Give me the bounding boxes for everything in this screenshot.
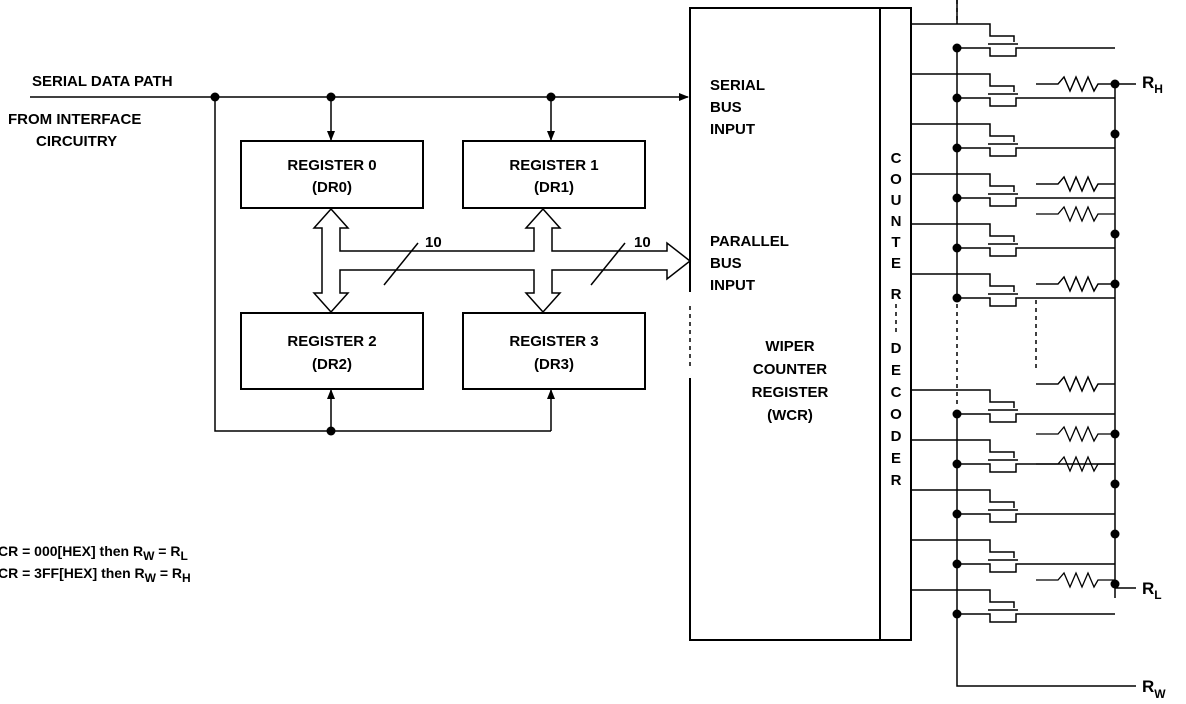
- control-line: [911, 389, 1015, 408]
- serial-loop: [214, 97, 551, 432]
- switch-path: [957, 463, 1115, 473]
- resistor: [1036, 455, 1115, 473]
- wcr-name-label: WIPER: [765, 338, 814, 355]
- resistor-switch-network: [911, 0, 1136, 687]
- switch-path: [957, 197, 1115, 207]
- control-line: [911, 23, 1015, 42]
- serial-bus-input-label: BUS: [710, 99, 742, 116]
- register-name: REGISTER 2: [287, 333, 376, 350]
- register-code: (DR0): [312, 179, 352, 196]
- decoder-letter: D: [891, 428, 902, 445]
- terminal-rl: RL: [1142, 579, 1162, 602]
- serial-bus-input-label: INPUT: [710, 121, 755, 138]
- register-2: REGISTER 2 (DR2): [240, 312, 424, 390]
- control-line: [911, 489, 1015, 508]
- register-3: REGISTER 3 (DR3): [462, 312, 646, 390]
- junction-dot: [1110, 429, 1120, 439]
- switch-path: [957, 147, 1115, 157]
- register-name: REGISTER 1: [509, 157, 598, 174]
- serial-bus-input-label: SERIAL: [710, 77, 765, 94]
- control-line: [911, 539, 1015, 558]
- junction-dot: [1110, 529, 1120, 539]
- control-line: [911, 173, 1015, 192]
- junction-dot: [1110, 279, 1120, 289]
- data-bus: [312, 207, 692, 314]
- circuitry-label: CIRCUITRY: [36, 133, 117, 150]
- control-line: [911, 73, 1015, 92]
- note-min: CR = 000[HEX] then RW = RL: [0, 543, 188, 563]
- decoder-letter: E: [891, 362, 901, 379]
- parallel-bus-input-label: PARALLEL: [710, 233, 789, 250]
- resistor: [1036, 275, 1115, 293]
- control-line: [911, 589, 1015, 608]
- control-line: [911, 273, 1015, 292]
- serial-data-path: [30, 92, 689, 436]
- decoder-letter: C: [891, 384, 902, 401]
- serial-data-path-label: SERIAL DATA PATH: [32, 73, 173, 90]
- junction-dot: [1110, 479, 1120, 489]
- bus-slash: [590, 242, 626, 286]
- switch-path: [957, 247, 1115, 257]
- wcr-name-label: (WCR): [767, 407, 813, 424]
- resistor: [1036, 175, 1115, 193]
- wcr-name-label: REGISTER: [752, 384, 829, 401]
- decoder-letter: O: [890, 171, 902, 188]
- terminal-rh: RH: [1142, 73, 1163, 96]
- decoder-letter: O: [890, 406, 902, 423]
- control-line: [911, 123, 1015, 142]
- register-name: REGISTER 0: [287, 157, 376, 174]
- bus-slash: [383, 242, 419, 286]
- wiper-counter-register: SERIAL BUS INPUT PARALLEL BUS INPUT WIPE…: [689, 7, 912, 641]
- bus-width-label: 10: [634, 234, 651, 251]
- decoder-letter: C: [891, 150, 902, 167]
- decoder-letter: N: [891, 213, 902, 230]
- junction-dot: [1110, 129, 1120, 139]
- wiper-output: [956, 414, 1136, 687]
- switch-path: [957, 297, 1115, 307]
- wcr-name-label: COUNTER: [753, 361, 827, 378]
- control-line: [911, 439, 1015, 458]
- resistor: [1036, 571, 1115, 589]
- decoder-letter: R: [891, 472, 902, 489]
- switch-path: [957, 513, 1115, 523]
- decoder-letter: T: [891, 234, 900, 251]
- switch-path: [957, 97, 1115, 107]
- terminal-rw: RW: [1142, 677, 1166, 701]
- register-name: REGISTER 3: [509, 333, 598, 350]
- junction-dot: [1110, 579, 1120, 589]
- register-code: (DR2): [312, 356, 352, 373]
- resistor: [1036, 75, 1115, 93]
- parallel-bus-input-label: BUS: [710, 255, 742, 272]
- from-interface-label: FROM INTERFACE: [8, 111, 141, 128]
- resistor: [1036, 205, 1115, 223]
- register-0: REGISTER 0 (DR0): [240, 140, 424, 209]
- resistor: [1036, 375, 1115, 393]
- data-bus-arrows: [312, 207, 692, 314]
- switch-path: [957, 413, 1115, 423]
- switch-path: [957, 563, 1115, 573]
- decoder-letter: R: [891, 286, 902, 303]
- note-max: CR = 3FF[HEX] then RW = RH: [0, 565, 191, 585]
- register-code: (DR1): [534, 179, 574, 196]
- register-code: (DR3): [534, 356, 574, 373]
- counter-decoder-label: C O U N T E R D E C O D E R: [890, 150, 902, 489]
- decoder-letter: E: [891, 255, 901, 272]
- bus-width-label: 10: [425, 234, 442, 251]
- switch-path: [957, 613, 1115, 623]
- decoder-letter: U: [891, 192, 902, 209]
- wcr-box: [689, 7, 912, 641]
- control-line: [911, 223, 1015, 242]
- switch-path: [957, 47, 1115, 57]
- decoder-letter: E: [891, 450, 901, 467]
- parallel-bus-input-label: INPUT: [710, 277, 755, 294]
- junction-dot: [1110, 229, 1120, 239]
- decoder-letter: D: [891, 340, 902, 357]
- register-1: REGISTER 1 (DR1): [462, 140, 646, 209]
- resistor: [1036, 425, 1115, 443]
